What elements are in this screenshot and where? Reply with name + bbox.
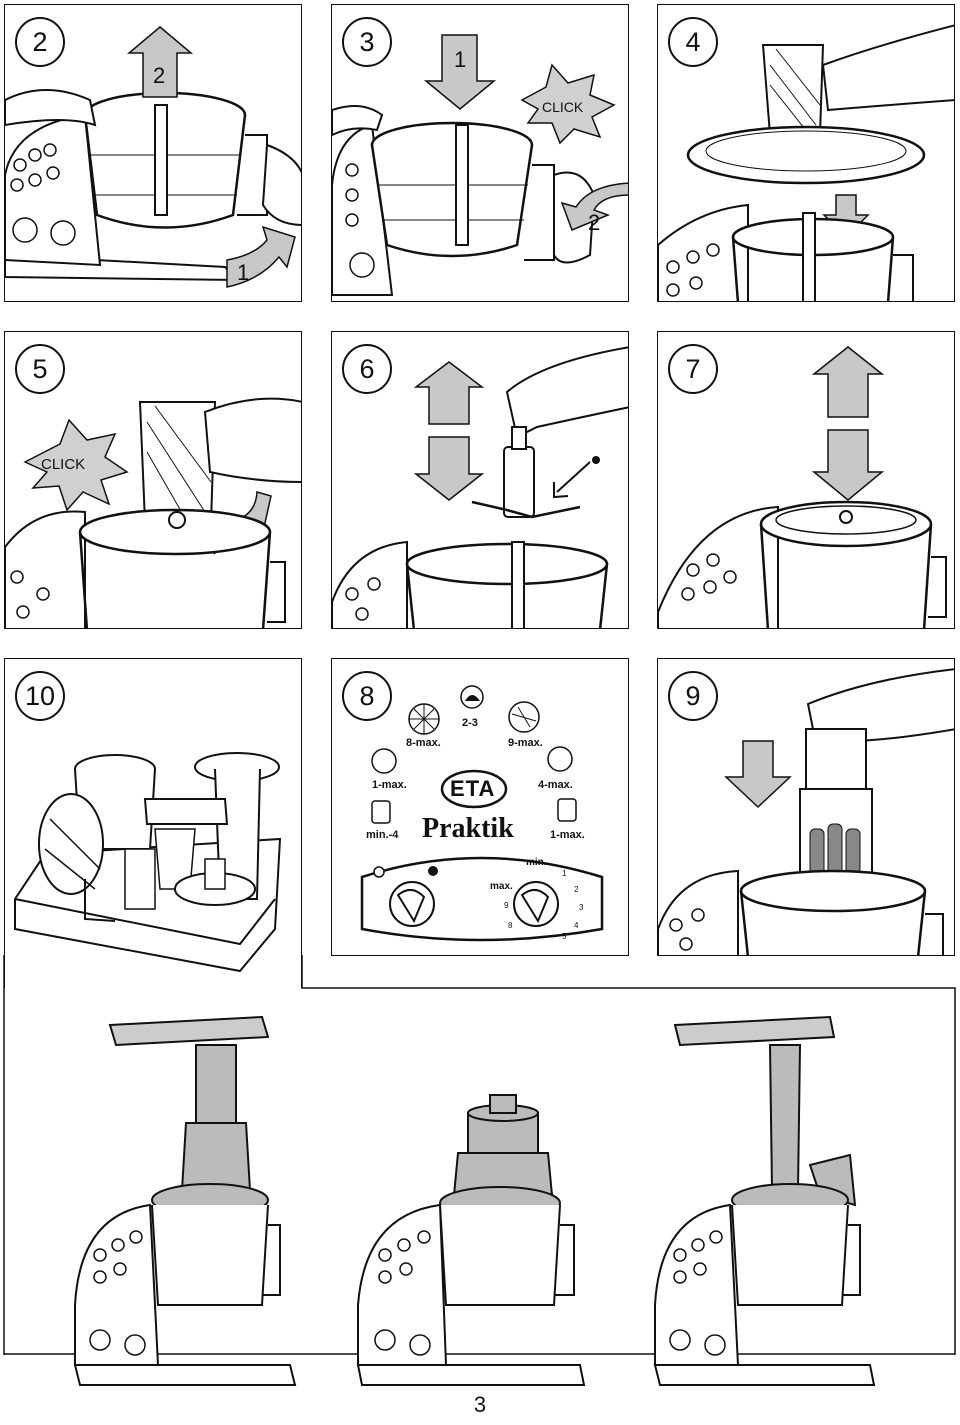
- step-number: 10: [15, 671, 65, 721]
- illustration-accessory-storage: [14, 752, 282, 973]
- illustration-insert-disc: [658, 346, 947, 628]
- illustration-attach-bowl: [332, 34, 628, 296]
- illustration-remove-bowl: [5, 26, 301, 288]
- panel-step-2: 2 2 1: [4, 4, 302, 302]
- machine-with-pusher: [73, 1015, 297, 1386]
- machine-with-juicer: [653, 1015, 876, 1386]
- frame-step-10-bottom: [3, 955, 956, 1355]
- panel-step-7: 7: [657, 331, 955, 629]
- step-number: 3: [342, 17, 392, 67]
- dial-tick-2: 2: [574, 885, 579, 894]
- speed-grater: 2-3: [462, 717, 478, 729]
- dial-tick-4: 4: [574, 921, 579, 930]
- step-number: 8: [342, 671, 392, 721]
- panel-step-9: 9: [657, 658, 955, 956]
- panel-step-6: 6: [331, 331, 629, 629]
- arrow-label-rotate: 2: [588, 210, 601, 235]
- step-number: 2: [15, 17, 65, 67]
- step-number: 9: [668, 671, 718, 721]
- model-name: Praktik: [422, 813, 514, 844]
- speed-jug-left: min.-4: [366, 829, 399, 841]
- speed-jug-right: 1-max.: [550, 829, 585, 841]
- illustration-speed-chart: [360, 685, 604, 942]
- panel-step-5: 5 CLICK: [4, 331, 302, 629]
- step-number: 5: [15, 344, 65, 394]
- dial-tick-1: 1: [562, 869, 567, 878]
- arrow-label-down: 1: [454, 47, 467, 72]
- panel-step-4: 4: [657, 4, 955, 302]
- step-number: 6: [342, 344, 392, 394]
- panel-step-3: 3 1 2 CLICK: [331, 4, 629, 302]
- dial-tick-3: 3: [579, 903, 584, 912]
- panel-step-10: 10: [4, 658, 302, 988]
- illustration-assembled-machines: [73, 1015, 876, 1386]
- arrow-label-rotate: 1: [237, 260, 250, 285]
- speed-disc-left: 8-max.: [406, 737, 441, 749]
- dial-tick-5: 5: [562, 932, 567, 941]
- illustration-use-pusher: [658, 668, 954, 955]
- dial-min-label: min.: [526, 857, 547, 868]
- arrow-label-up: 2: [153, 63, 166, 88]
- speed-disc-right: 9-max.: [508, 737, 543, 749]
- step-number: 4: [668, 17, 718, 67]
- illustration-fit-lid: [658, 24, 954, 301]
- dial-tick-9: 9: [504, 901, 509, 910]
- click-burst-label: CLICK: [41, 456, 86, 473]
- illustration-insert-blade: [332, 346, 628, 628]
- machine-with-blender: [356, 1094, 586, 1386]
- dial-max-label: max.: [490, 881, 513, 892]
- click-burst-label: CLICK: [542, 99, 584, 115]
- illustration-lock-lid: [5, 397, 301, 628]
- panel-step-8: 8 ETA Praktik 2-3 8-max. 9-max. 1-max.: [331, 658, 629, 956]
- speed-blade-right: 4-max.: [538, 779, 573, 791]
- speed-blade-left: 1-max.: [372, 779, 407, 791]
- page-number: 3: [473, 1392, 487, 1417]
- brand-logo: ETA: [450, 776, 496, 801]
- dial-tick-8: 8: [508, 921, 513, 930]
- step-number: 7: [668, 344, 718, 394]
